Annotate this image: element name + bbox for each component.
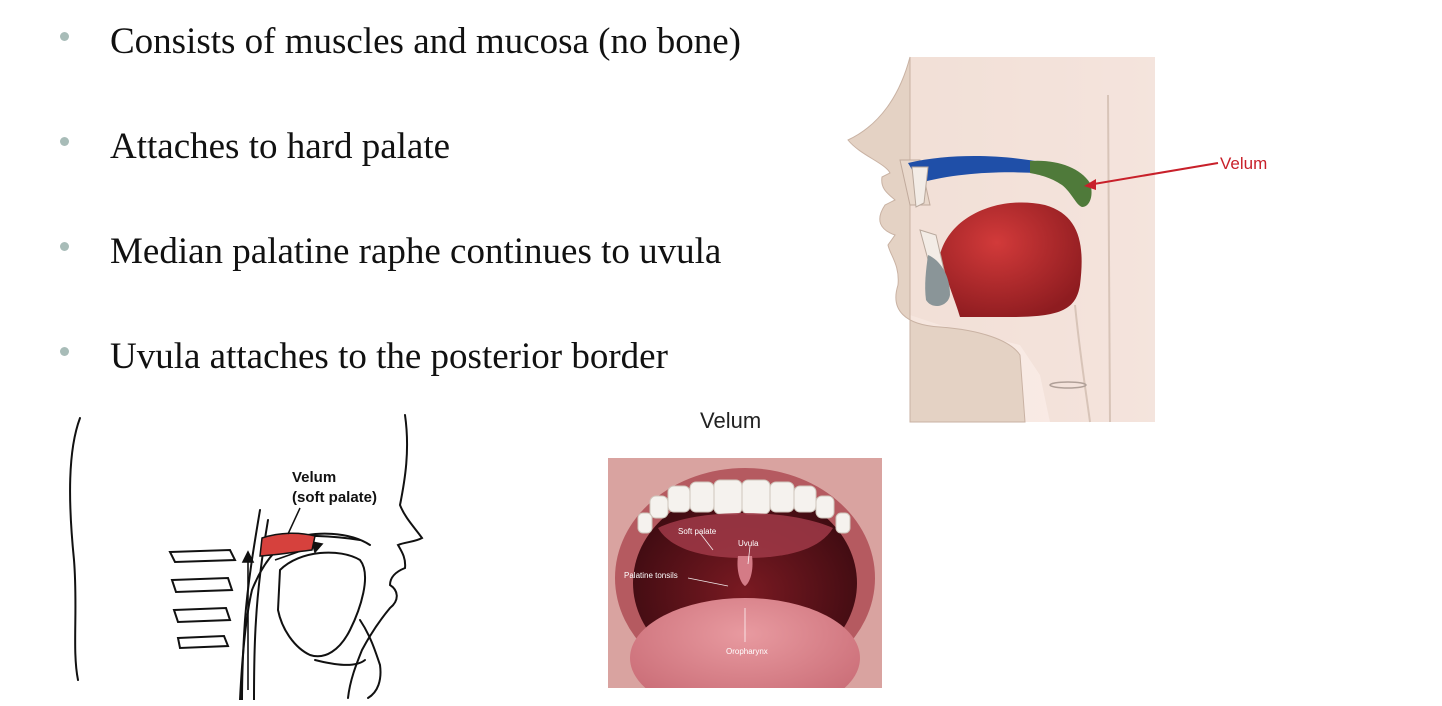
head-back-outline xyxy=(69,417,81,681)
velum-soft-palate xyxy=(1030,160,1092,207)
bullet-text: Median palatine raphe continues to uvula xyxy=(110,231,722,272)
face-profile-outline xyxy=(347,414,424,699)
hard-palate xyxy=(908,156,1035,183)
velum-label-leader xyxy=(287,507,301,535)
oropharynx-label: Oropharynx xyxy=(726,647,768,656)
soft-palate-label: Soft palate xyxy=(678,527,717,536)
bullet-dot-icon xyxy=(60,347,69,356)
bullet-dot-icon xyxy=(60,242,69,251)
velum-sagittal-svg: Velum xyxy=(847,56,1267,423)
velum-pointer-line xyxy=(1087,162,1219,186)
oral-cavity-svg: Soft palate Uvula Palatine tonsils Oroph… xyxy=(608,458,882,688)
velum-label-line2: (soft palate) xyxy=(292,489,377,506)
velum-label-line1: Velum xyxy=(292,469,336,486)
bullet-text: Consists of muscles and mucosa (no bone) xyxy=(110,21,741,62)
oral-cavity-photo: Soft palate Uvula Palatine tonsils Oroph… xyxy=(608,458,882,688)
photo-caption: Velum xyxy=(700,408,762,433)
airflow-arrow-icon xyxy=(241,550,255,563)
face-profile xyxy=(847,56,1026,423)
upper-teeth xyxy=(637,479,851,534)
uvula-label: Uvula xyxy=(738,539,759,548)
uvula xyxy=(737,556,753,586)
tongue xyxy=(630,598,860,688)
mandible xyxy=(925,255,950,307)
velum-highlight xyxy=(259,532,316,557)
tongue xyxy=(940,202,1082,317)
bullet-dot-icon xyxy=(60,32,69,41)
bullet-dot-icon xyxy=(60,137,69,146)
velum-pointer-arrow-icon xyxy=(1084,179,1096,190)
palatine-tonsils-label: Palatine tonsils xyxy=(624,571,678,580)
velum-label: Velum xyxy=(1220,154,1267,173)
velum-lineart-svg: Velum (soft palate) xyxy=(69,414,424,700)
bullet-text: Attaches to hard palate xyxy=(110,126,451,167)
bullet-text: Uvula attaches to the posterior border xyxy=(110,336,668,377)
velum-lineart-diagram: Velum (soft palate) xyxy=(60,410,440,700)
velum-sagittal-diagram: Velum xyxy=(840,55,1280,425)
